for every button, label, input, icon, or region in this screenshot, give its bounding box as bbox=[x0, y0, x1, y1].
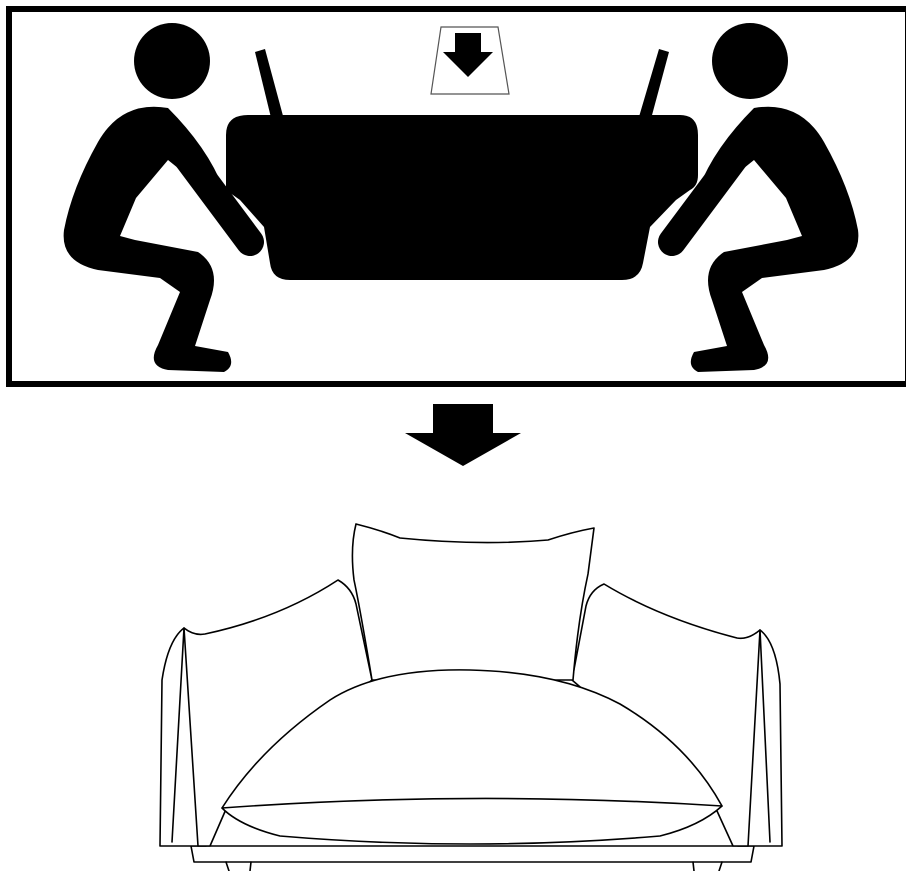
down-arrow-icon bbox=[405, 404, 521, 466]
armchair-drawing bbox=[160, 524, 782, 871]
armchair-back-cushion bbox=[352, 524, 594, 680]
lift-instruction-panel bbox=[9, 9, 906, 384]
armchair-base bbox=[191, 846, 754, 871]
this-way-down-icon bbox=[431, 27, 509, 94]
